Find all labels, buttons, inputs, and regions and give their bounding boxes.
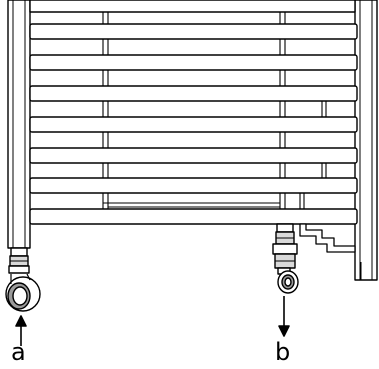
towel-bar [29, 116, 358, 133]
left-radiator-tube [7, 0, 31, 249]
callout-label-b: b [275, 338, 291, 366]
towel-bar [29, 23, 358, 40]
towel-bar [29, 208, 358, 225]
bottom-bracket [299, 223, 356, 253]
towel-bar [29, 85, 358, 102]
rear-vertical-connectors [102, 12, 327, 209]
towel-bars [29, 23, 358, 225]
towel-bar [29, 54, 358, 71]
towel-bar [29, 147, 358, 164]
towel-bar [29, 177, 358, 194]
straight-lockshield-valve-icon [272, 223, 299, 294]
right-radiator-tube [354, 0, 378, 281]
angled-thermostatic-valve-icon [5, 247, 41, 312]
top-header-bar [29, 0, 356, 13]
callout-arrow-b [278, 296, 290, 337]
callout-arrow-a [15, 315, 27, 346]
rear-frame [103, 202, 280, 208]
callout-label-a: a [11, 338, 26, 366]
